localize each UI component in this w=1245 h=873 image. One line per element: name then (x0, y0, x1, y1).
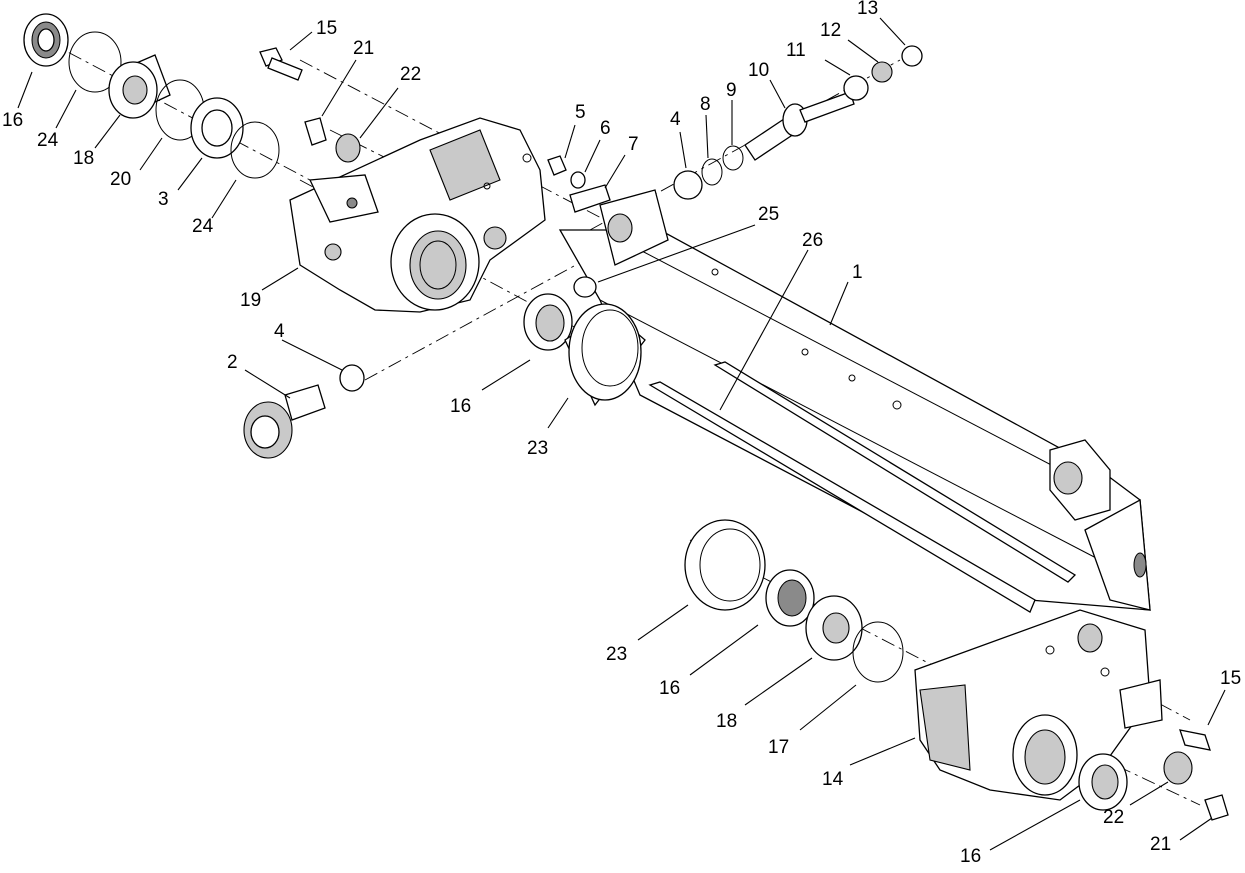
callout-5: 5 (575, 102, 586, 123)
callout-15: 15 (316, 18, 337, 39)
housing-part-19 (289, 117, 546, 313)
housing-part-14 (914, 609, 1163, 801)
ring-part-17 (852, 621, 904, 683)
callout-12: 12 (820, 20, 841, 41)
callout-16: 16 (960, 846, 981, 867)
bolt-part-15-right (1179, 729, 1211, 751)
callout-20: 20 (110, 169, 131, 190)
callout-24: 24 (37, 130, 59, 151)
callout-24: 24 (192, 216, 214, 237)
callout-25: 25 (758, 204, 779, 225)
washer-part-3 (190, 97, 244, 159)
pin-part-21-right (1204, 794, 1229, 821)
callout-2: 2 (227, 352, 238, 373)
spacer-part-22-top (335, 133, 361, 163)
bolt-part-15-top (259, 47, 303, 81)
frame-part-1 (558, 229, 1151, 611)
nut-part-5 (547, 155, 567, 176)
spacer-part-22-right (1163, 751, 1193, 785)
bearing-part-18-lower (805, 595, 863, 661)
callout-1: 1 (852, 262, 863, 283)
spring-part-12 (871, 61, 893, 83)
callout-17: 17 (768, 737, 789, 758)
seal-part-16-mid (523, 293, 573, 351)
gear-shaft-part-2 (243, 384, 326, 459)
seal-part-16-lower (765, 569, 815, 627)
cup-part-23-mid (564, 303, 646, 407)
callout-4: 4 (274, 321, 285, 342)
callout-16: 16 (450, 396, 471, 417)
callout-21: 21 (353, 38, 374, 59)
callout-13: 13 (857, 0, 878, 19)
bushing-part-4-top (673, 170, 703, 200)
callout-6: 6 (600, 118, 611, 139)
callout-26: 26 (802, 230, 823, 251)
callout-8: 8 (700, 94, 711, 115)
callout-14: 14 (822, 769, 844, 790)
bushing-part-4-lower (339, 364, 365, 392)
callout-22: 22 (1103, 807, 1124, 828)
seal-part-16-bottom (1078, 753, 1128, 811)
callout-4: 4 (670, 109, 681, 130)
bracket-part-7 (569, 184, 611, 213)
cup-part-23-lower (684, 519, 766, 611)
strip-part-26 (648, 361, 1077, 613)
pin-part-21-top (304, 117, 327, 146)
callout-23: 23 (527, 438, 548, 459)
callout-21: 21 (1150, 834, 1171, 855)
callout-15: 15 (1220, 668, 1241, 689)
ring-part-8 (701, 158, 723, 186)
callout-18: 18 (73, 148, 94, 169)
bearing-part-18-top (108, 54, 171, 119)
bearing-stack-top-left (23, 13, 280, 179)
ring-part-24-top (68, 31, 122, 93)
washer-part-11 (843, 75, 869, 101)
callout-23: 23 (606, 644, 627, 665)
callout-16: 16 (659, 678, 680, 699)
callout-11: 11 (786, 40, 806, 61)
callout-19: 19 (240, 290, 261, 311)
leader-lines (17, 17, 1226, 851)
callout-18: 18 (716, 711, 737, 732)
washer-part-6 (570, 171, 586, 189)
callout-3: 3 (158, 189, 169, 210)
callout-16: 16 (2, 110, 23, 131)
callout-10: 10 (748, 60, 769, 81)
callout-9: 9 (726, 80, 737, 101)
callout-22: 22 (400, 64, 421, 85)
idler-block (599, 189, 669, 266)
nut-part-13 (901, 45, 923, 67)
shaft-part-10 (744, 91, 855, 161)
seal-part-16-top (23, 13, 69, 67)
ring-part-9 (722, 145, 744, 171)
ring-part-24-mid (230, 121, 280, 179)
nut-part-25 (573, 276, 597, 298)
callout-7: 7 (628, 134, 639, 155)
